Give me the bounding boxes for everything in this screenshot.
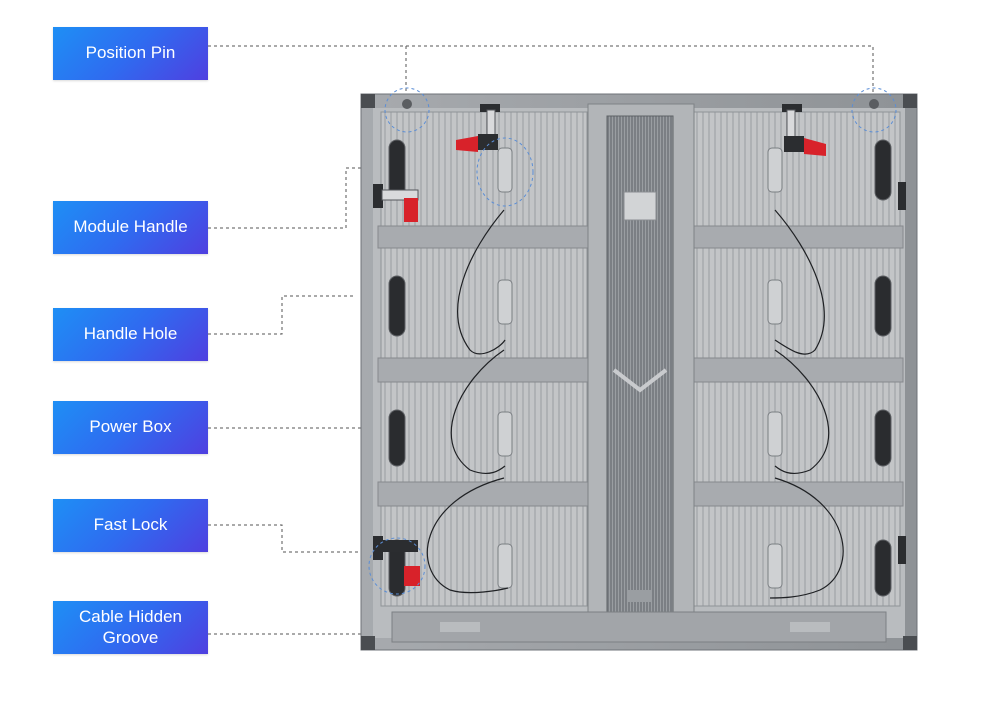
label-module-handle: Module Handle <box>53 201 208 254</box>
label-power-box: Power Box <box>53 401 208 454</box>
leader-handle-hole <box>208 295 355 335</box>
position-pins <box>384 87 897 133</box>
label-power-box-text: Power Box <box>89 417 172 437</box>
label-module-handle-text: Module Handle <box>73 217 188 237</box>
crossbars <box>377 225 904 507</box>
safety-cables <box>426 209 844 599</box>
fast-locks <box>368 104 906 595</box>
modules-right <box>693 111 901 607</box>
label-position-pin: Position Pin <box>53 27 208 80</box>
modules-left <box>380 111 588 607</box>
label-fast-lock: Fast Lock <box>53 499 208 552</box>
cable-hidden-groove <box>391 611 887 643</box>
label-cable-hidden-groove-text-1: Cable Hidden <box>78 607 182 627</box>
corner-blocks <box>361 94 917 650</box>
label-handle-hole: Handle Hole <box>53 308 208 361</box>
label-cable-hidden-groove: Cable Hidden Groove <box>53 601 208 654</box>
label-fast-lock-text: Fast Lock <box>93 515 168 535</box>
handle-holes <box>388 139 892 597</box>
label-position-pin-text: Position Pin <box>85 43 176 63</box>
label-handle-hole-text: Handle Hole <box>83 324 178 344</box>
leader-position-pin <box>208 45 874 96</box>
cabinet <box>360 87 918 651</box>
label-cable-hidden-groove-text-2: Groove <box>102 627 159 647</box>
module-handles <box>497 147 783 589</box>
module-handle-highlight <box>476 137 534 207</box>
leader-module-handle <box>208 167 500 229</box>
power-box <box>606 115 674 613</box>
leader-fast-lock <box>208 524 368 553</box>
